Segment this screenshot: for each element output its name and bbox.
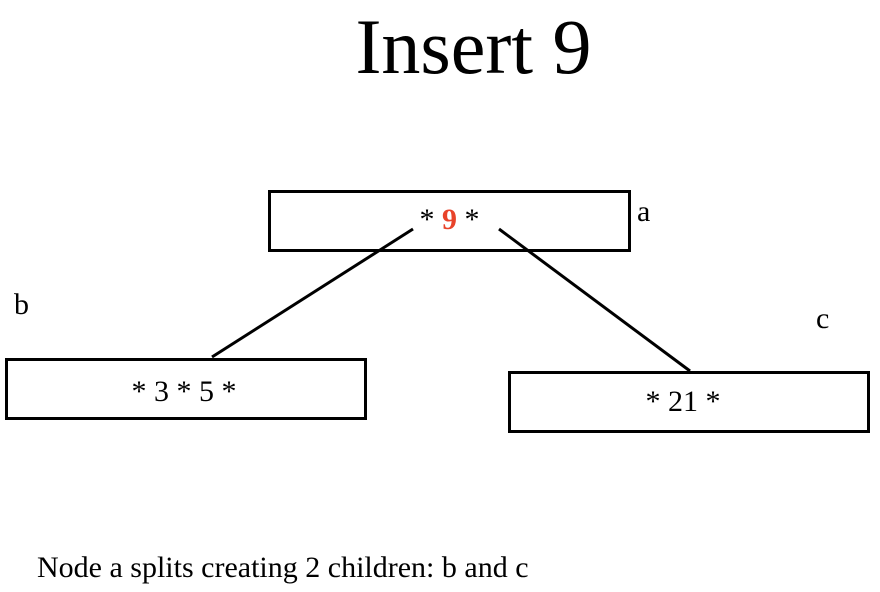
node-c-keys: * 21 * bbox=[645, 385, 721, 418]
node-b-label: b bbox=[14, 288, 29, 321]
node-b-keys: * 3 * 5 * bbox=[131, 375, 237, 408]
node-c-label: c bbox=[816, 302, 830, 335]
inserted-key: 9 bbox=[442, 203, 457, 236]
node-a-pointer-left: * bbox=[419, 203, 435, 236]
node-a-keys: * 9 * bbox=[420, 203, 480, 237]
caption: Node a splits creating 2 children: b and… bbox=[37, 551, 529, 584]
node-a: * 9 * bbox=[268, 190, 631, 252]
node-a-pointer-right: * bbox=[464, 203, 480, 236]
edge-a-to-c bbox=[498, 227, 691, 373]
node-c: * 21 * bbox=[508, 371, 870, 433]
node-a-label: a bbox=[637, 195, 651, 228]
node-b: * 3 * 5 * bbox=[5, 358, 367, 420]
slide-title: Insert 9 bbox=[355, 3, 592, 90]
